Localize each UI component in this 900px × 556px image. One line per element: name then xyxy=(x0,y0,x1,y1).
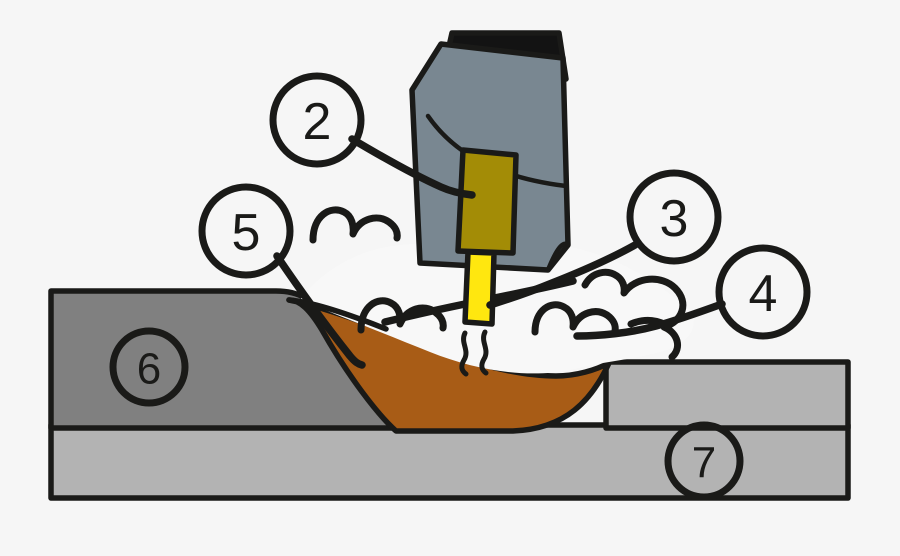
callout-2-circle xyxy=(269,72,365,168)
callout-2-hitarea[interactable] xyxy=(269,72,365,168)
leader-line-5 xyxy=(273,252,366,369)
callout-6[interactable]: 6 xyxy=(109,327,189,407)
callout-5-circle xyxy=(198,183,294,279)
callout-2[interactable]: 2 xyxy=(269,72,365,168)
callout-5-label: 5 xyxy=(232,204,261,262)
smoke-wisps xyxy=(459,329,489,377)
right-base-plate-riser xyxy=(603,359,851,431)
callout-4-label: 4 xyxy=(749,265,778,323)
callout-group: 2 3 4 5 xyxy=(109,72,811,501)
leader-line-4 xyxy=(573,300,726,340)
leader-line-3 xyxy=(486,241,639,309)
callout-7-hitarea[interactable] xyxy=(664,421,744,501)
callout-3[interactable]: 3 xyxy=(626,169,722,265)
callout-4-hitarea[interactable] xyxy=(715,244,811,340)
lower-base-plate xyxy=(48,422,851,501)
callout-7[interactable]: 7 xyxy=(664,421,744,501)
callout-7-circle xyxy=(664,421,744,501)
callout-4-circle xyxy=(715,244,811,340)
gas-nozzle xyxy=(455,147,519,256)
shielding-gas-cloud xyxy=(309,206,687,361)
callout-4[interactable]: 4 xyxy=(715,244,811,340)
callout-2-label: 2 xyxy=(303,93,332,151)
callout-6-circle xyxy=(109,327,189,407)
callout-3-circle xyxy=(626,169,722,265)
callout-7-label: 7 xyxy=(692,439,716,488)
callout-6-hitarea[interactable] xyxy=(109,327,189,407)
callout-5[interactable]: 5 xyxy=(198,183,294,279)
electrode-wire xyxy=(462,249,497,327)
leader-line-2 xyxy=(348,135,476,199)
callout-6-label: 6 xyxy=(137,345,161,394)
callout-3-hitarea[interactable] xyxy=(626,169,722,265)
callout-3-label: 3 xyxy=(660,190,689,248)
callout-5-hitarea[interactable] xyxy=(198,183,294,279)
bevel-edge xyxy=(286,297,389,332)
